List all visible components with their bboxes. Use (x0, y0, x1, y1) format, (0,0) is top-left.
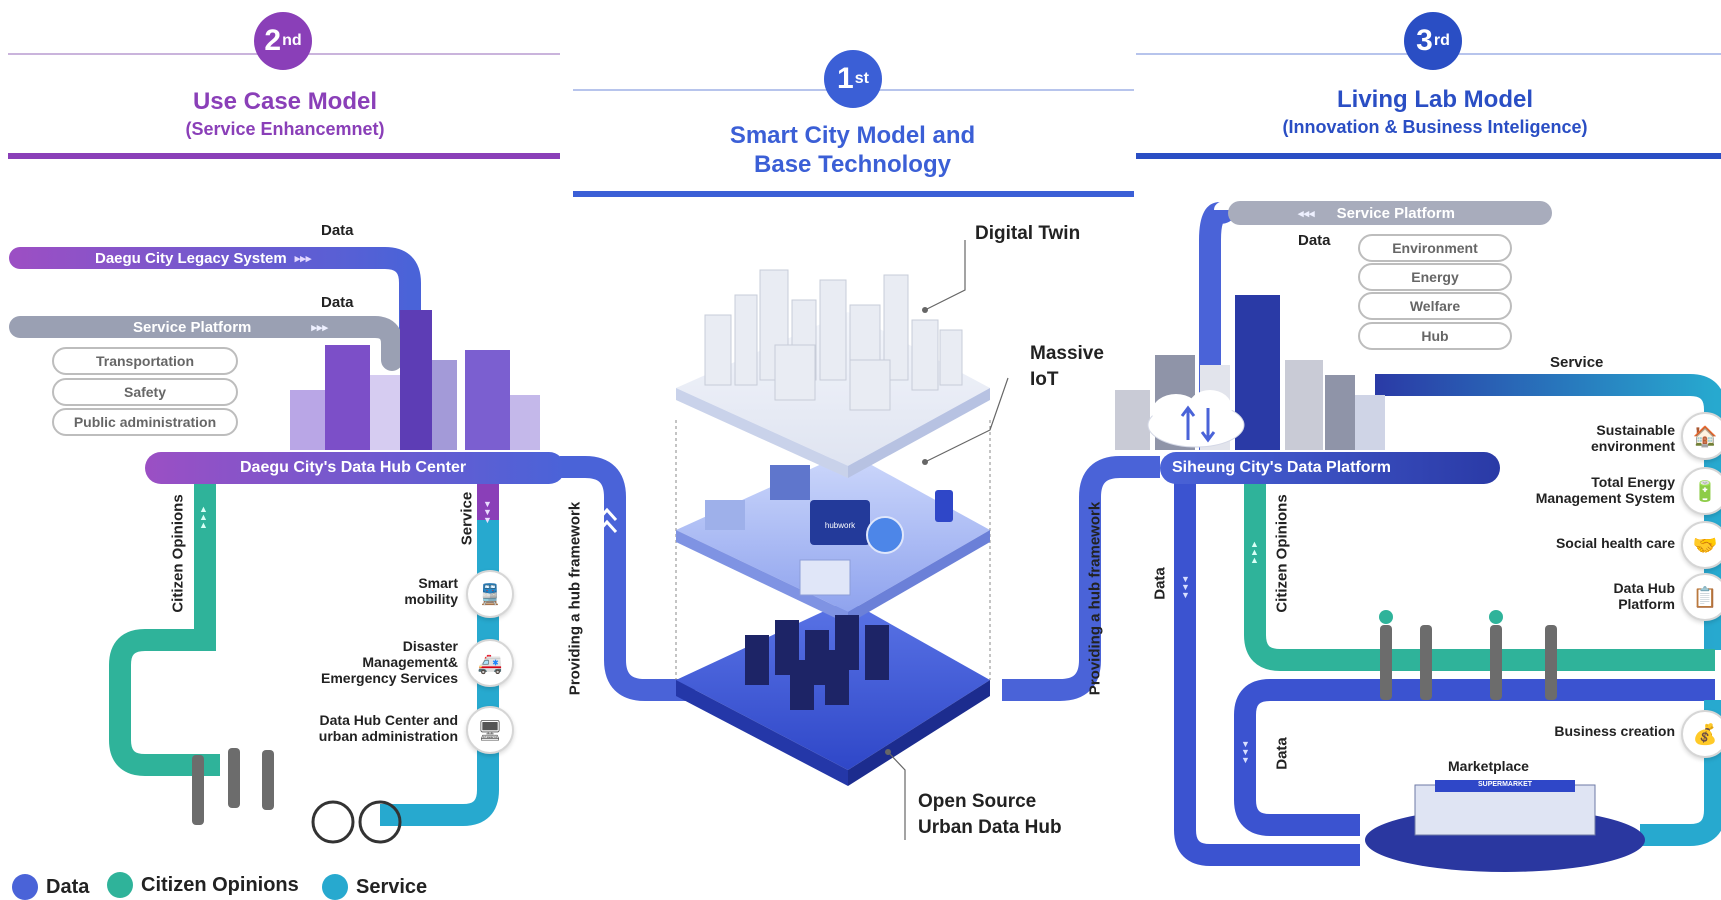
service-label-line: urban administration (318, 728, 458, 744)
rank-number: 3 (1416, 24, 1433, 57)
service-total-energy: Total Energy Management System (1470, 474, 1675, 506)
pill-safety: Safety (52, 378, 238, 406)
legend-label: Citizen Opinions (141, 873, 299, 896)
service-label-line: mobility (404, 591, 458, 607)
ambulance-icon: 🚑 (466, 639, 514, 687)
service-platform-bar-label: Service Platform ▸▸▸ (133, 317, 328, 337)
pill-hub: Hub (1358, 322, 1512, 350)
legend-data: Data (12, 874, 89, 900)
legacy-system-label: Daegu City Legacy System (95, 249, 287, 267)
rank-number: 2 (264, 24, 282, 57)
legend-label: Service (356, 875, 428, 898)
document-icon: 📋 (1681, 573, 1721, 621)
service-label-line: Sustainable (1596, 422, 1675, 438)
smart-city-model-title-line1: Smart City Model and (729, 122, 976, 149)
smart-city-model-title-line2: Base Technology (754, 151, 951, 178)
service-left-label: Service (458, 491, 476, 546)
right-data-vertical-label-2: Data (1273, 737, 1291, 770)
digital-twin-label: Digital Twin (975, 223, 1081, 244)
right-data-vertical-label-1: Data (1151, 567, 1169, 600)
pill-welfare: Welfare (1358, 292, 1512, 320)
monitor-icon: 🖥 (466, 706, 514, 754)
service-label-line: Platform (1618, 596, 1675, 612)
service-label-line: Social health care (1555, 535, 1675, 551)
chevron-up-icon: ▲▲▲ (1250, 539, 1259, 565)
citizen-opinions-left-label: Citizen Opinions (169, 494, 187, 613)
left-framework-label: Providing a hub framework (566, 501, 584, 696)
open-source-label-line2: Urban Data Hub (918, 817, 1062, 838)
pill-transportation: Transportation (52, 347, 238, 375)
data-label-service-platform: Data (321, 294, 354, 311)
chevron-down-icon: ▼▼▼ (1181, 574, 1190, 600)
rank-number: 1 (837, 62, 854, 95)
pill-environment: Environment (1358, 234, 1512, 262)
right-service-platform-bar: ◂◂◂ Service Platform (1298, 203, 1455, 223)
service-label-line: Data Hub Center and (319, 712, 458, 728)
service-disaster-management: Disaster Management& Emergency Services (280, 638, 458, 686)
service-sustainable-environment: Sustainable environment (1490, 422, 1675, 454)
hub-center-label: Daegu City's Data Hub Center (240, 459, 467, 476)
open-source-label-line1: Open Source (918, 791, 1037, 812)
chevron-down-icon: ▼▼▼ (483, 499, 492, 525)
legend-swatch-service (322, 874, 348, 900)
train-icon: 🚆 (466, 570, 514, 618)
service-label-line: Total Energy (1591, 474, 1675, 490)
service-smart-mobility: Smart mobility (300, 575, 458, 607)
massive-iot-label-line2: IoT (1030, 369, 1059, 390)
service-data-hub-urban-admin: Data Hub Center and urban administration (270, 712, 458, 744)
massive-iot-label-line1: Massive (1030, 343, 1104, 364)
arrow-right-icon: ▸▸▸ (311, 321, 328, 334)
use-case-model-title: Use Case Model (192, 88, 378, 115)
marketplace-label: Marketplace (1448, 758, 1529, 774)
service-label-line: Disaster (402, 638, 458, 654)
legend-label: Data (46, 875, 90, 898)
store-sign: SUPERMARKET (1477, 781, 1533, 788)
legend-swatch-citizen (107, 872, 133, 898)
arrow-left-icon: ◂◂◂ (1298, 207, 1315, 220)
legend-citizen-opinions: Citizen Opinions (107, 872, 299, 898)
service-label-line: Smart (418, 575, 458, 591)
home-leaf-icon: 🏠 (1681, 412, 1721, 460)
legend-swatch-data (12, 874, 38, 900)
data-label-legacy: Data (321, 222, 354, 239)
service-platform-label: Service Platform (133, 318, 252, 336)
service-label-line: Emergency Services (321, 670, 458, 686)
handshake-icon: 🤝 (1681, 521, 1721, 569)
legacy-system-bar-label: Daegu City Legacy System ▸▸▸ (95, 248, 311, 268)
right-service-label: Service (1550, 354, 1604, 371)
siheung-data-platform-label: Siheung City's Data Platform (1172, 459, 1391, 476)
rank-suffix: st (854, 70, 869, 87)
service-data-hub-platform: Data Hub Platform (1490, 580, 1675, 612)
service-label-line: Data Hub (1613, 580, 1675, 596)
arrow-right-icon: ▸▸▸ (294, 252, 312, 265)
service-label-line: environment (1590, 438, 1675, 454)
battery-icon: 🔋 (1681, 467, 1721, 515)
living-lab-model-subtitle: (Innovation & Business Inteligence) (1282, 117, 1588, 137)
chevron-down-icon: ▼▼▼ (1241, 739, 1250, 765)
service-business-creation: Business creation (1490, 723, 1675, 739)
service-label-line: Management System (1535, 490, 1675, 506)
service-label-line: Management& (362, 654, 458, 670)
rank-suffix: nd (282, 32, 302, 49)
right-citizen-opinions-label: Citizen Opinions (1273, 494, 1291, 613)
service-social-health-care: Social health care (1490, 535, 1675, 551)
pill-energy: Energy (1358, 263, 1512, 291)
use-case-model-subtitle: (Service Enhancemnet) (185, 119, 385, 139)
service-label-line: Business creation (1554, 723, 1675, 739)
legend-service: Service (322, 874, 427, 900)
chevron-up-icon: ▲▲▲ (199, 504, 208, 530)
money-bag-icon: 💰 (1681, 710, 1721, 758)
svg-text:hubwork: hubwork (825, 521, 856, 530)
living-lab-model-title: Living Lab Model (1337, 86, 1533, 113)
right-service-platform-label: Service Platform (1336, 204, 1455, 222)
pill-public-administration: Public administration (52, 408, 238, 436)
rank-suffix: rd (1433, 32, 1450, 49)
right-data-label: Data (1298, 232, 1331, 249)
right-framework-label: Providing a hub framework (1086, 501, 1104, 696)
